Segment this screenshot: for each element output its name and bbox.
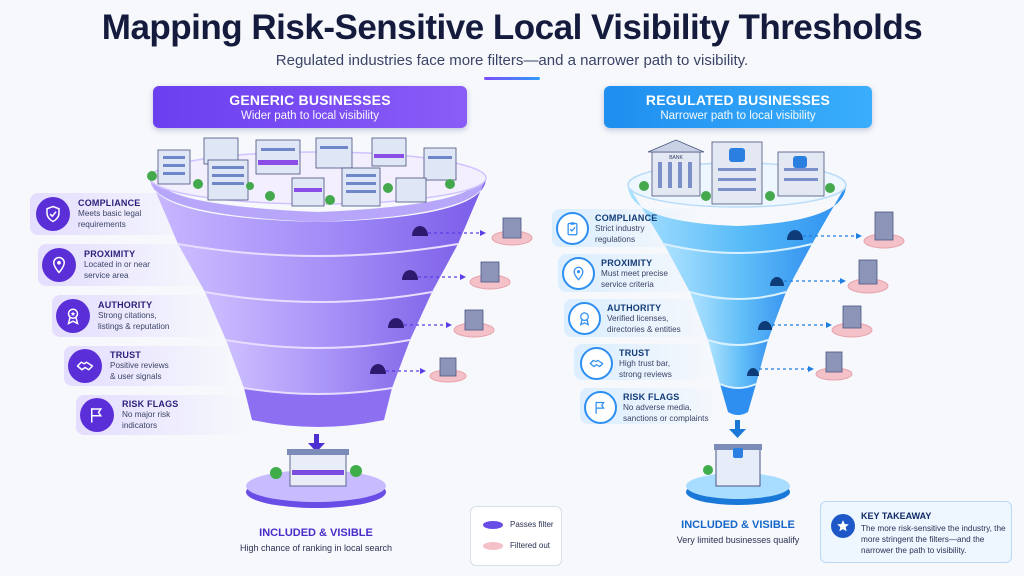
criterion-desc-line: No adverse media,: [623, 402, 692, 412]
legend-swatch-passes: [483, 520, 503, 529]
generic-result: INCLUDED & VISIBLE High chance of rankin…: [206, 527, 426, 553]
award-ribbon-icon: [56, 299, 90, 333]
regulated-header-title: REGULATED BUSINESSES: [645, 92, 831, 108]
regulated-criterion-trust: TRUST High trust bar, strong reviews: [580, 347, 672, 380]
criterion-title: AUTHORITY: [98, 300, 153, 310]
handshake-icon: [68, 349, 102, 383]
regulated-header-subtitle: Narrower path to local visibility: [660, 110, 816, 122]
star-icon: [831, 514, 855, 538]
regulated-criterion-proximity: PROXIMITY Must meet precise service crit…: [562, 257, 668, 290]
award-ribbon-icon: [568, 302, 601, 335]
legend-item-filtered: Filtered out: [483, 541, 550, 550]
regulated-criterion-compliance: COMPLIANCE Strict industry regulations: [556, 212, 658, 245]
key-takeaway-title: KEY TAKEAWAY: [861, 511, 932, 521]
criterion-desc-line: High trust bar,: [619, 358, 670, 368]
generic-criterion-risk-flags: RISK FLAGS No major risk indicators: [80, 398, 179, 432]
page-title: Mapping Risk-Sensitive Local Visibility …: [101, 8, 923, 47]
criterion-desc-line: Verified licenses,: [607, 313, 669, 323]
criterion-desc-line: Positive reviews: [110, 361, 169, 370]
criterion-title: RISK FLAGS: [623, 391, 680, 402]
page-subtitle: Regulated industries face more filters—a…: [275, 52, 749, 69]
legend-swatch-filtered: [483, 541, 503, 550]
criterion-title: RISK FLAGS: [122, 399, 179, 409]
criterion-title: COMPLIANCE: [78, 198, 141, 208]
clipboard-check-icon: [556, 212, 589, 245]
generic-header-subtitle: Wider path to local visibility: [240, 110, 380, 122]
generic-result-title: INCLUDED & VISIBLE: [259, 527, 373, 539]
criterion-desc-line: Strong citations,: [98, 311, 157, 320]
generic-criterion-authority: AUTHORITY Strong citations, listings & r…: [56, 299, 169, 333]
criterion-title: TRUST: [619, 347, 650, 358]
generic-header-title: GENERIC BUSINESSES: [229, 92, 391, 108]
key-takeaway-box: KEY TAKEAWAY The more risk-sensitive the…: [820, 501, 1012, 563]
generic-rooftop-buildings: [147, 137, 457, 207]
criterion-desc-line: listings & reputation: [98, 322, 170, 331]
criterion-desc-line: No major risk: [122, 410, 171, 419]
regulated-criterion-authority: AUTHORITY Verified licenses, directories…: [568, 302, 681, 335]
regulated-businesses-header: REGULATED BUSINESSES Narrower path to lo…: [604, 86, 872, 128]
criterion-desc-line: service area: [84, 271, 129, 280]
key-takeaway-body: The more risk-sensitive the industry, th…: [861, 524, 1006, 555]
legend-label-passes: Passes filter: [510, 520, 554, 529]
regulated-result: INCLUDED & VISIBLE Very limited business…: [638, 519, 838, 545]
criterion-title: PROXIMITY: [84, 249, 136, 259]
criterion-desc-line: service criteria: [601, 279, 654, 289]
criterion-title: COMPLIANCE: [595, 212, 658, 223]
flag-icon: [80, 398, 114, 432]
shield-check-icon: [36, 197, 70, 231]
map-pin-icon: [562, 257, 595, 290]
criterion-desc-line: strong reviews: [619, 369, 672, 379]
criterion-desc-line: Meets basic legal: [78, 209, 142, 218]
generic-criterion-trust: TRUST Positive reviews & user signals: [68, 349, 169, 383]
criterion-title: PROXIMITY: [601, 257, 653, 268]
generic-result-subtitle: High chance of ranking in local search: [239, 543, 393, 553]
criterion-desc-line: indicators: [122, 421, 158, 430]
legend-item-passes: Passes filter: [483, 520, 554, 529]
generic-criteria-strips: [30, 193, 246, 435]
criterion-desc-line: regulations: [595, 234, 636, 244]
title-divider: [484, 77, 540, 80]
regulated-rooftop-buildings: BANK: [639, 139, 835, 205]
generic-criterion-proximity: PROXIMITY Located in or near service are…: [42, 248, 150, 282]
criterion-title: TRUST: [110, 350, 141, 360]
flag-icon: [584, 391, 617, 424]
criterion-desc-line: Must meet precise: [601, 268, 668, 278]
regulated-criterion-risk-flags: RISK FLAGS No adverse media, sanctions o…: [584, 391, 709, 424]
criterion-desc-line: Strict industry: [595, 223, 645, 233]
criterion-desc-line: directories & entities: [607, 324, 681, 334]
bank-sign: BANK: [669, 155, 683, 161]
legend: Passes filter Filtered out: [470, 506, 562, 566]
criterion-desc-line: & user signals: [110, 372, 162, 381]
regulated-result-subtitle: Very limited businesses qualify: [676, 535, 800, 545]
criterion-desc-line: requirements: [78, 220, 126, 229]
legend-label-filtered: Filtered out: [510, 541, 551, 550]
criterion-title: AUTHORITY: [607, 302, 662, 313]
handshake-icon: [580, 347, 613, 380]
generic-businesses-header: GENERIC BUSINESSES Wider path to local v…: [153, 86, 467, 128]
criterion-desc-line: Located in or near: [84, 260, 150, 269]
generic-criterion-compliance: COMPLIANCE Meets basic legal requirement…: [36, 197, 141, 231]
criterion-desc-line: sanctions or complaints: [623, 413, 709, 423]
map-pin-icon: [42, 248, 76, 282]
regulated-result-title: INCLUDED & VISIBLE: [681, 519, 795, 531]
